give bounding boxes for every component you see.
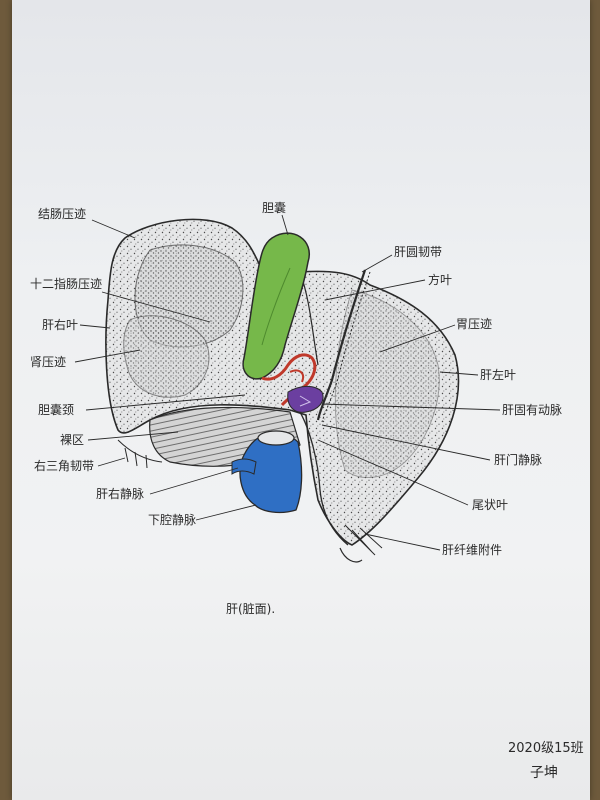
label-ivc: 下腔静脉 <box>148 512 196 527</box>
label-round-lig: 肝圆韧带 <box>394 245 442 259</box>
label-colon-impression: 结肠压迹 <box>38 207 86 221</box>
round-ligament-fissure <box>316 269 367 421</box>
fibrous-appendix <box>344 524 383 556</box>
label-gallbladder-neck: 胆囊颈 <box>38 402 74 417</box>
signature-name: 子坤 <box>530 765 558 781</box>
label-duodenal-impression: 十二指肠压迹 <box>30 276 102 291</box>
figure-caption: 肝(脏面). <box>226 602 276 616</box>
label-caudate-lobe: 尾状叶 <box>472 498 508 512</box>
renal-impression-area <box>123 315 210 398</box>
label-gastric-impression: 胃压迹 <box>456 317 492 331</box>
label-proper-hepatic-artery: 肝固有动脉 <box>502 402 562 417</box>
inferior-vena-cava <box>239 433 303 514</box>
ivc-lumen <box>257 430 295 446</box>
label-portal-vein: 肝门静脉 <box>494 452 542 467</box>
label-gallbladder: 胆囊 <box>262 200 286 215</box>
label-renal-impression: 肾压迹 <box>30 355 66 369</box>
label-bare-area: 裸区 <box>60 432 84 447</box>
leader-lines <box>74 214 501 551</box>
label-right-lobe-left: 肝右叶 <box>42 317 78 332</box>
signature-class: 2020级15班 <box>508 741 584 756</box>
right-hepatic-vein <box>231 458 257 475</box>
label-fibrous-appendix: 肝纤维附件 <box>442 543 502 557</box>
label-quadrate-lobe: 方叶 <box>428 272 452 287</box>
label-right-triangular-lig: 右三角韧带 <box>34 458 94 473</box>
label-left-lobe: 肝左叶 <box>480 367 516 382</box>
caudate-lobe <box>299 411 349 546</box>
right-triangular-ligament <box>117 439 163 469</box>
label-right-hepatic-vein: 肝右静脉 <box>96 486 144 501</box>
